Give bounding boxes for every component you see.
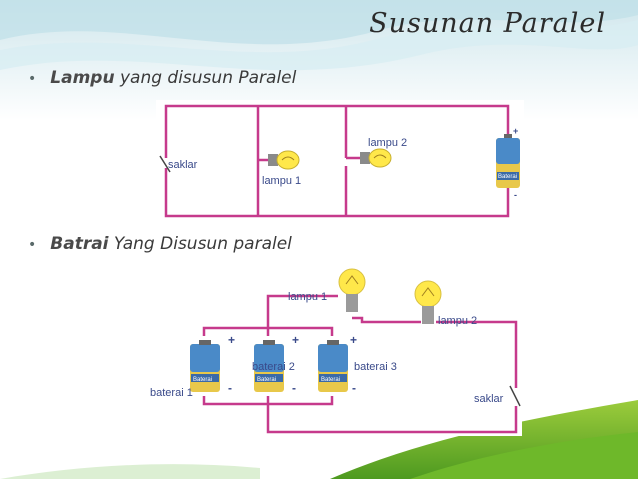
top-wave-2 — [0, 20, 638, 71]
diagram-parallel-batteries: Baterai Baterai Baterai + + + - - - — [146, 266, 522, 436]
grass-left — [0, 464, 260, 479]
lamp-2 — [414, 280, 442, 324]
battery-label-band — [497, 172, 519, 180]
lamp-1-bulb — [276, 150, 300, 170]
lamp-2-label: lampu 2 — [438, 315, 477, 327]
battery: Baterai — [496, 134, 520, 188]
battery-3-label: baterai 3 — [354, 361, 397, 373]
lamp-1-base — [346, 294, 358, 312]
lamp-2-label: lampu 2 — [368, 137, 407, 149]
lamp-1-label: lampu 1 — [288, 291, 327, 303]
wire-up — [266, 294, 338, 328]
switch-label: saklar — [474, 393, 504, 405]
battery-2-top — [254, 344, 284, 372]
battery-2-terminal — [263, 340, 275, 345]
bullet-emphasis: Lampu — [50, 68, 115, 88]
minus-sign: - — [514, 190, 517, 200]
battery-2-body-label: Baterai — [257, 377, 276, 383]
grass-hill-front — [410, 432, 638, 479]
lamp-1 — [338, 268, 366, 312]
battery-1: Baterai — [190, 340, 220, 392]
wires — [202, 294, 521, 434]
top-wave — [0, 0, 638, 45]
wire-right — [436, 320, 518, 388]
lamp-2-bulb — [414, 280, 442, 308]
switch-label: saklar — [168, 159, 198, 171]
battery-2: Baterai — [254, 340, 284, 392]
bullet-lamps: • Lampu yang disusun Paralel — [28, 68, 296, 88]
battery-3-terminal — [327, 340, 339, 345]
wires — [159, 104, 510, 218]
bullet-batteries: • Batrai Yang Disusun paralel — [28, 234, 292, 254]
lamp-1 — [268, 150, 300, 170]
battery-2-minus: - — [292, 381, 296, 395]
lamp-2-bulb — [368, 148, 392, 168]
battery-3-minus: - — [352, 381, 356, 395]
wire-bottom — [164, 168, 510, 218]
battery-3-plus: + — [350, 333, 357, 347]
wire-top — [164, 104, 510, 158]
lamp-2-base — [360, 152, 370, 164]
wire-lamp1-lamp2 — [352, 316, 421, 324]
circuit-batteries: Baterai Baterai Baterai + + + - - - — [150, 268, 521, 434]
battery-1-body-label: Baterai — [193, 377, 212, 383]
battery-1-band — [191, 374, 219, 382]
battery-3: Baterai — [318, 340, 348, 392]
battery-3-body-label: Baterai — [321, 377, 340, 383]
lamp-1-filament — [345, 275, 359, 285]
battery-top — [496, 138, 520, 164]
lamp-2-base — [422, 306, 434, 324]
slide-title: Susunan Paralel — [369, 8, 606, 39]
battery-3-top — [318, 344, 348, 372]
bullet-dot: • — [28, 71, 37, 87]
bullet-text: yang disusun Paralel — [114, 68, 297, 88]
lamp-1-base — [268, 154, 278, 166]
battery-1-terminal — [199, 340, 211, 345]
bullet-dot: • — [28, 237, 37, 253]
bullet-emphasis: Batrai — [50, 234, 109, 254]
battery-1-label: baterai 1 — [150, 387, 193, 399]
lamp-2-filament — [421, 287, 435, 297]
lamp-2 — [360, 148, 392, 168]
battery-3-band — [319, 374, 347, 382]
lamp-1-bulb — [338, 268, 366, 296]
switch-lever — [159, 155, 171, 173]
switch-lever — [509, 385, 521, 407]
battery-2-band — [255, 374, 283, 382]
battery-1-top — [190, 344, 220, 372]
bullet-text: Yang Disusun paralel — [108, 234, 292, 254]
lamp-1-label: lampu 1 — [262, 175, 301, 187]
battery-2-label: baterai 2 — [252, 361, 295, 373]
lamp-1-filament — [281, 156, 295, 161]
diagram-parallel-lamps: Baterai + - saklar lampu 1 lampu 2 — [156, 100, 524, 222]
wire-bottom-return — [266, 404, 518, 434]
battery-terminal — [504, 134, 512, 138]
lamp-2-filament — [373, 154, 387, 159]
circuit-lamps: Baterai + - saklar lampu 1 lampu 2 — [159, 104, 520, 218]
battery-2-plus: + — [292, 333, 299, 347]
plus-sign: + — [513, 126, 518, 136]
battery-1-minus: - — [228, 381, 232, 395]
battery-body-label: Baterai — [498, 174, 517, 180]
battery-1-plus: + — [228, 333, 235, 347]
